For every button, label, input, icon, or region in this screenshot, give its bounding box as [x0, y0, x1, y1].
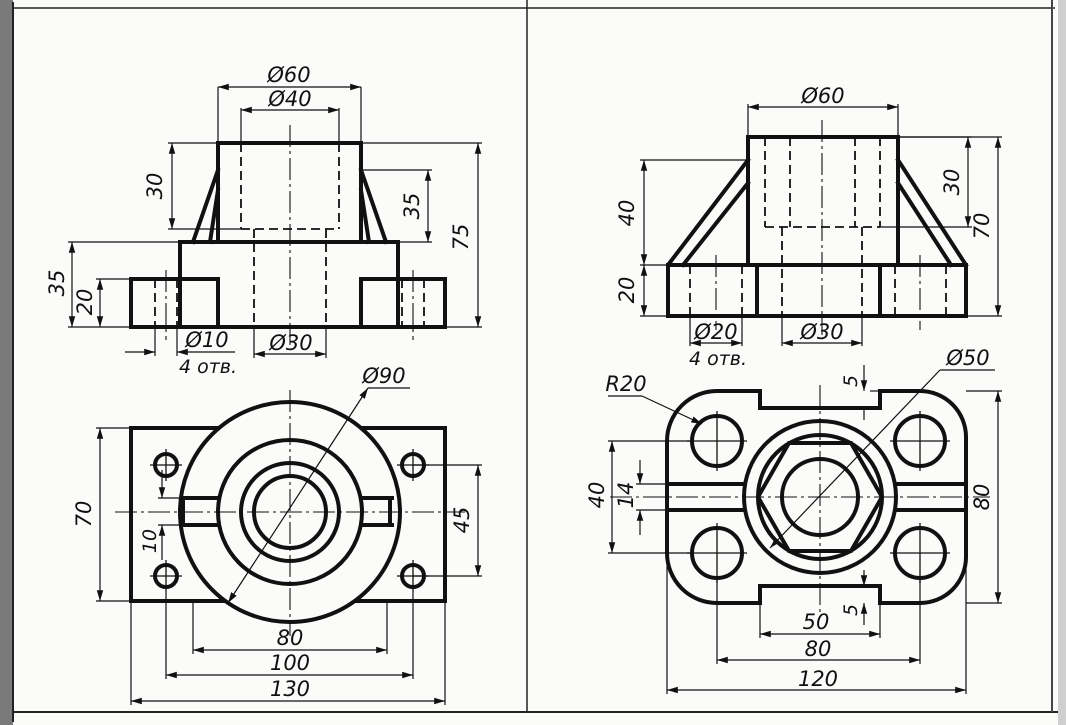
dim2-d30: Ø30: [799, 320, 843, 344]
dim-d40: Ø40: [267, 87, 311, 111]
dim2-d20: Ø20: [693, 320, 737, 344]
dim-d60: Ø60: [266, 63, 310, 87]
dim2-70: 70: [970, 213, 994, 240]
drawing1-top-view: Ø90 70 10 45 80 100 130: [72, 364, 482, 705]
dim-100: 100: [270, 651, 310, 675]
dim-80: 80: [277, 626, 304, 650]
dim2-5-top: 5: [840, 375, 862, 387]
drawing2-front-view: Ø60 40 20 30 70 Ø20 4 отв. Ø30: [615, 84, 1002, 370]
rib-left: [190, 167, 221, 245]
boss: [746, 135, 900, 267]
dim-30: 30: [143, 173, 167, 200]
rib-right: [895, 157, 969, 268]
dim2-120: 120: [798, 667, 838, 691]
dim-d90: Ø90: [361, 364, 405, 388]
dim-10: 10: [139, 529, 161, 553]
dim2-40: 40: [615, 200, 639, 227]
holes-note-2: 4 отв.: [689, 348, 747, 370]
dim2-r20: R20: [605, 372, 646, 396]
dim-20: 20: [73, 289, 97, 316]
dim-45: 45: [450, 507, 474, 534]
rib-right: [358, 167, 389, 245]
dim-35-rib: 35: [400, 193, 424, 220]
drawing1-front-view: Ø60 Ø40 30 35 75 35 20 Ø10 4: [45, 63, 482, 378]
dim2-d60: Ø60: [800, 84, 844, 108]
dim-75: 75: [449, 224, 473, 251]
dim2-d50: Ø50: [945, 346, 989, 370]
holes-note: 4 отв.: [179, 356, 237, 378]
dim2-80-h: 80: [805, 637, 832, 661]
dim-70: 70: [72, 501, 96, 528]
dim-d10: Ø10: [184, 328, 228, 352]
dim2-30: 30: [940, 169, 964, 196]
dim-35-body: 35: [45, 270, 69, 297]
dim2-14: 14: [614, 482, 638, 509]
dim2-20: 20: [615, 277, 639, 304]
dim2-80-v: 80: [970, 484, 994, 511]
dim2-40-top: 40: [585, 482, 609, 509]
dim2-5-bottom: 5: [840, 604, 862, 616]
rib-left: [665, 157, 751, 268]
dim-130: 130: [270, 677, 310, 701]
drawing2-top-view: R20 Ø50 5 5 40 14 80 50: [585, 346, 1002, 694]
dim-d30: Ø30: [268, 331, 312, 355]
dim2-50: 50: [803, 610, 830, 634]
